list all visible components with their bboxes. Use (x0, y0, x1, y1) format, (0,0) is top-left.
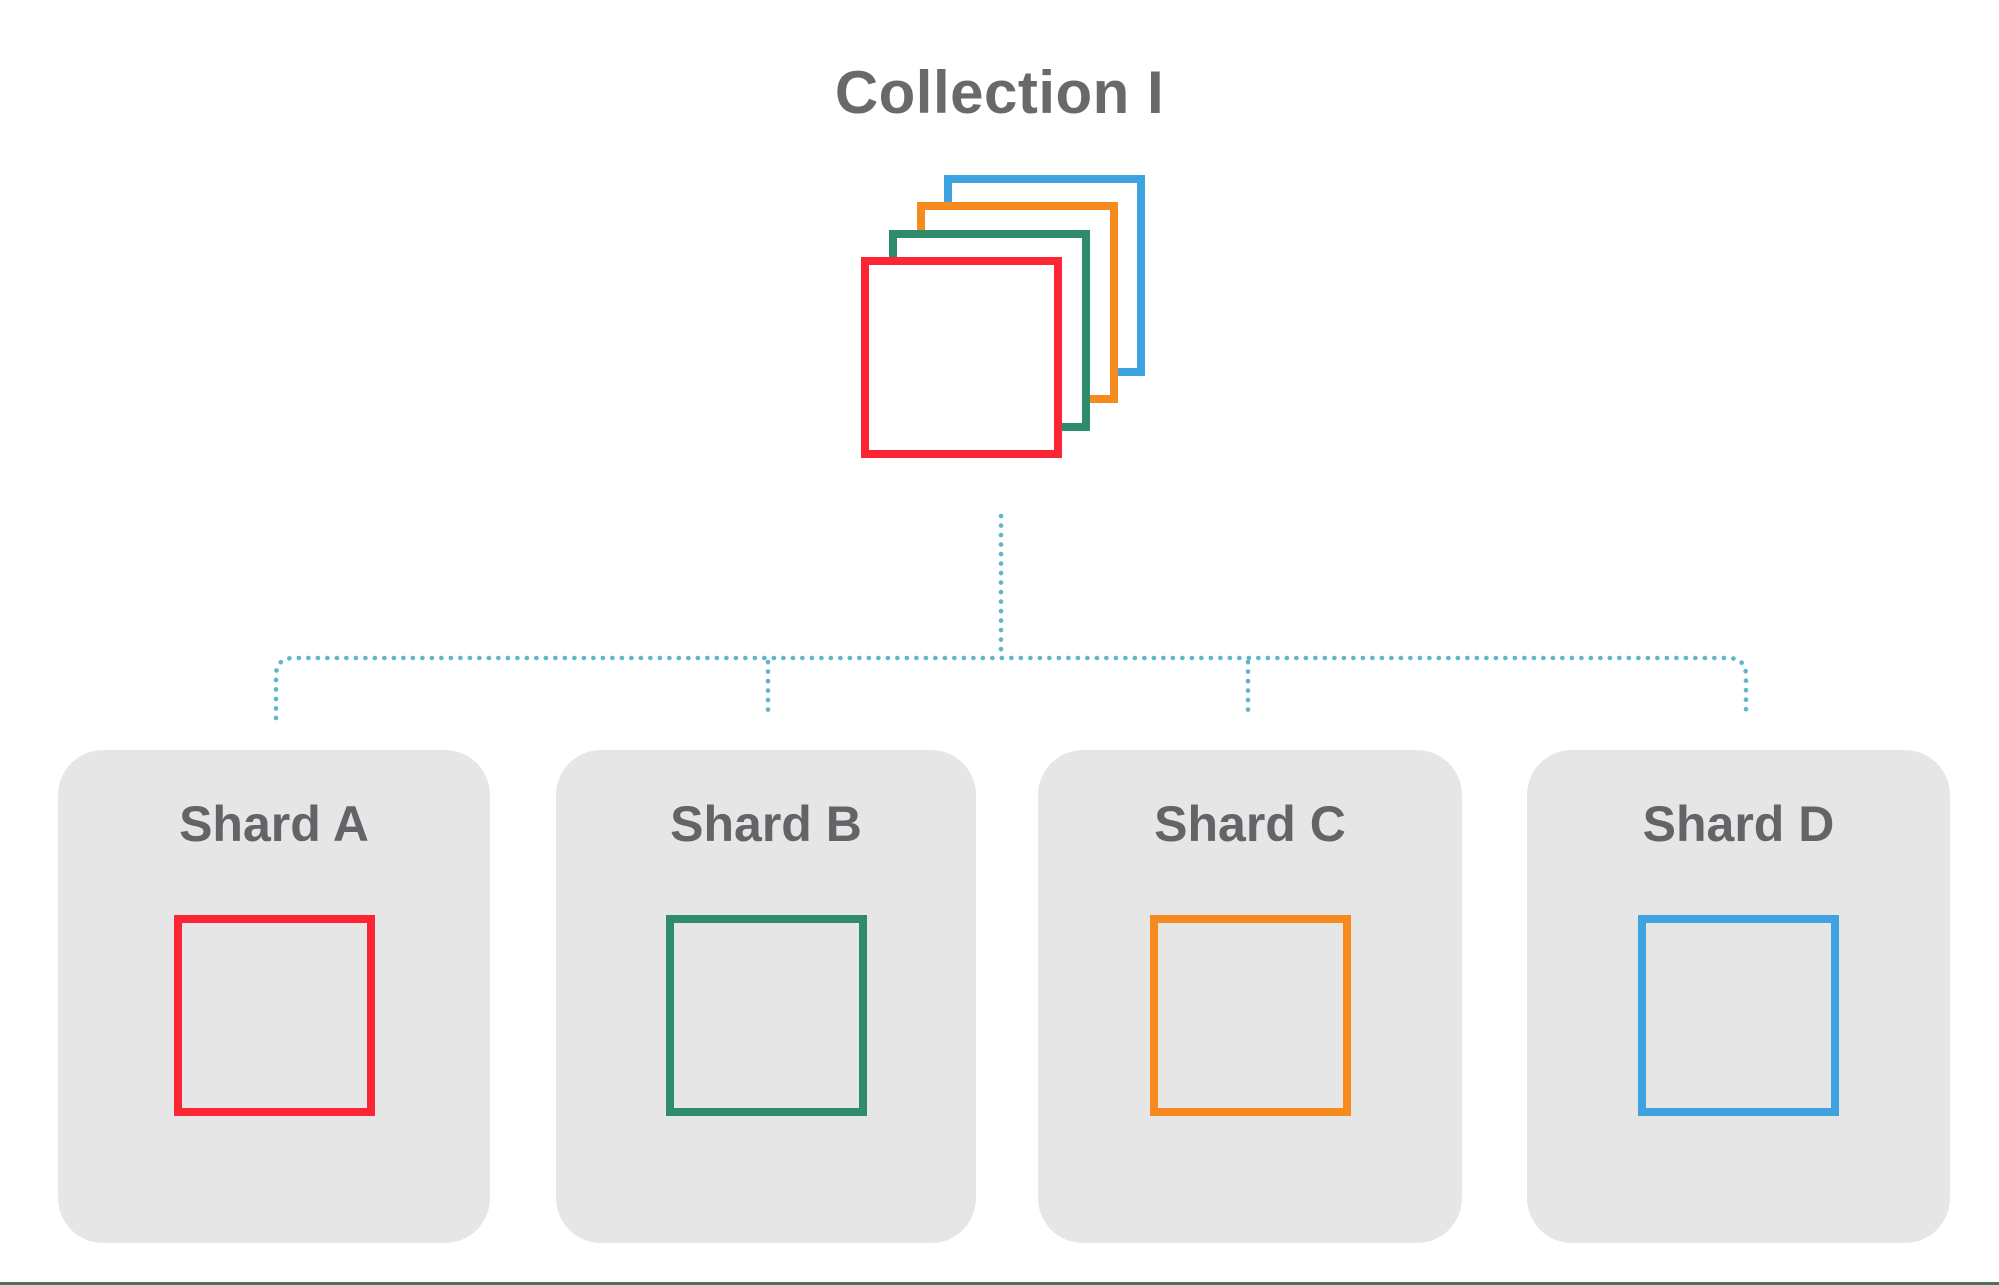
shard-card-c: Shard C (1038, 750, 1462, 1243)
collection-document-stack (861, 175, 1145, 458)
document-red-icon (861, 257, 1062, 458)
shard-c-chunk-icon (1149, 914, 1351, 1116)
collection-title: Collection I (834, 59, 1165, 126)
shard-c-label: Shard C (1154, 796, 1346, 852)
shard-a-chunk-icon (173, 914, 375, 1116)
shard-card-b: Shard B (556, 750, 976, 1243)
shard-a-label: Shard A (179, 796, 369, 852)
shard-d-label: Shard D (1642, 796, 1835, 852)
shard-card-d: Shard D (1527, 750, 1950, 1243)
bottom-border-line (0, 1282, 1999, 1285)
connector-rail (273, 655, 1749, 721)
shard-d-chunk-icon (1638, 914, 1839, 1116)
shard-b-label: Shard B (670, 796, 862, 852)
shard-card-a: Shard A (58, 750, 490, 1243)
shard-b-chunk-icon (665, 914, 867, 1116)
